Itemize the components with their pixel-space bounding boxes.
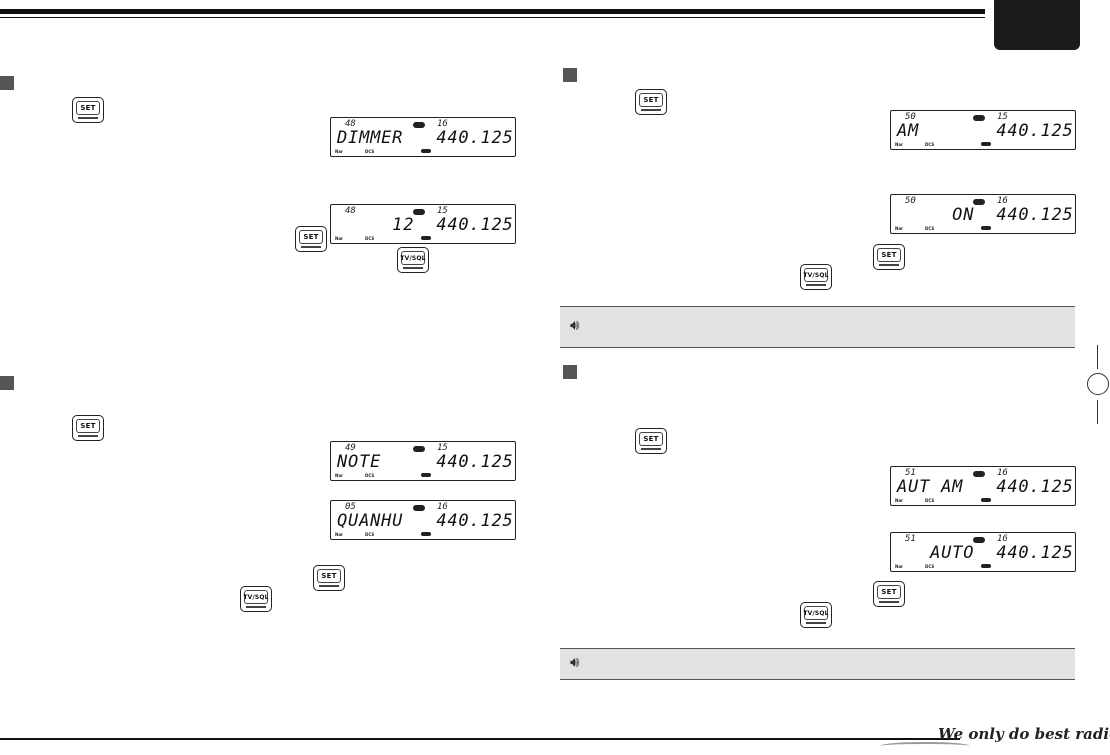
swoosh-decoration [880,742,970,750]
set-key-icon: SET [635,89,667,115]
lcd-display-aut-am: 51 16 AUT AM 440.125 Nar DCS [890,466,1076,506]
speaker-icon: 🔊︎ [570,654,580,671]
lcd-number: 16 [997,534,1008,544]
chapter-tab [994,0,1080,50]
lcd-number: 16 [997,196,1008,206]
lcd-text: AM 440.125 [897,121,1074,141]
lcd-text: QUANHU 440.125 [337,511,514,531]
set-key-icon: SET [72,97,104,123]
lcd-text: DIMMER 440.125 [337,128,514,148]
lcd-channel: 51 [905,468,916,478]
header-rule-thin [0,17,985,18]
lcd-text: AUTO 440.125 [897,543,1074,563]
set-key-icon: SET [873,581,905,607]
lcd-number: 16 [437,119,448,129]
note-box-aut-am: 🔊︎ [560,648,1075,680]
lcd-number: 16 [437,502,448,512]
section-marker-note [0,376,14,390]
lcd-channel: 49 [345,443,356,453]
set-key-icon: SET [295,226,327,252]
set-key-icon: SET [873,244,905,270]
lcd-number: 15 [997,112,1008,122]
set-key-icon: SET [72,415,104,441]
footer-rule [0,738,960,740]
lcd-text: ON 440.125 [897,205,1074,225]
lcd-text: 12 440.125 [337,215,514,235]
set-key-icon: SET [635,428,667,454]
lcd-display-note: 49 15 NOTE 440.125 Nar DCS [330,441,516,481]
lcd-display-dimmer-value: 48 15 12 440.125 Nar DCS [330,204,516,244]
note-box-am: 🔊︎ [560,306,1075,348]
lcd-number: 16 [997,468,1008,478]
header-rule-thick [0,9,985,14]
lcd-channel: 50 [905,112,916,122]
lcd-display-note-value: 05 16 QUANHU 440.125 Nar DCS [330,500,516,540]
footer-tagline: We only do best radio! [938,725,1110,743]
lcd-channel: 50 [905,196,916,206]
lcd-text: AUT AM 440.125 [897,477,1074,497]
tvsql-key-icon: TV/SQL [397,247,429,273]
speaker-icon: 🔊︎ [570,317,580,334]
lcd-channel: 48 [345,119,356,129]
side-tab-line [1097,400,1098,424]
section-marker-aut-am [563,365,577,379]
lcd-channel: 51 [905,534,916,544]
lcd-channel: 05 [345,502,356,512]
lcd-display-dimmer: 48 16 DIMMER 440.125 Nar DCS [330,117,516,157]
lcd-text: NOTE 440.125 [337,452,514,472]
side-tab-line [1097,345,1098,369]
set-key-icon: SET [313,565,345,591]
lcd-number: 15 [437,206,448,216]
lcd-display-aut-am-value: 51 16 AUTO 440.125 Nar DCS [890,532,1076,572]
section-marker-dimmer [0,76,14,90]
tvsql-key-icon: TV/SQL [800,602,832,628]
lcd-number: 15 [437,443,448,453]
tvsql-key-icon: TV/SQL [800,264,832,290]
section-marker-am [563,68,577,82]
lcd-display-am: 50 15 AM 440.125 Nar DCS [890,110,1076,150]
lcd-channel: 48 [345,206,356,216]
tvsql-key-icon: TV/SQL [240,586,272,612]
set-key-label: SET [76,101,100,115]
lcd-display-am-value: 50 16 ON 440.125 Nar DCS [890,194,1076,234]
side-tab-circle [1087,373,1109,395]
